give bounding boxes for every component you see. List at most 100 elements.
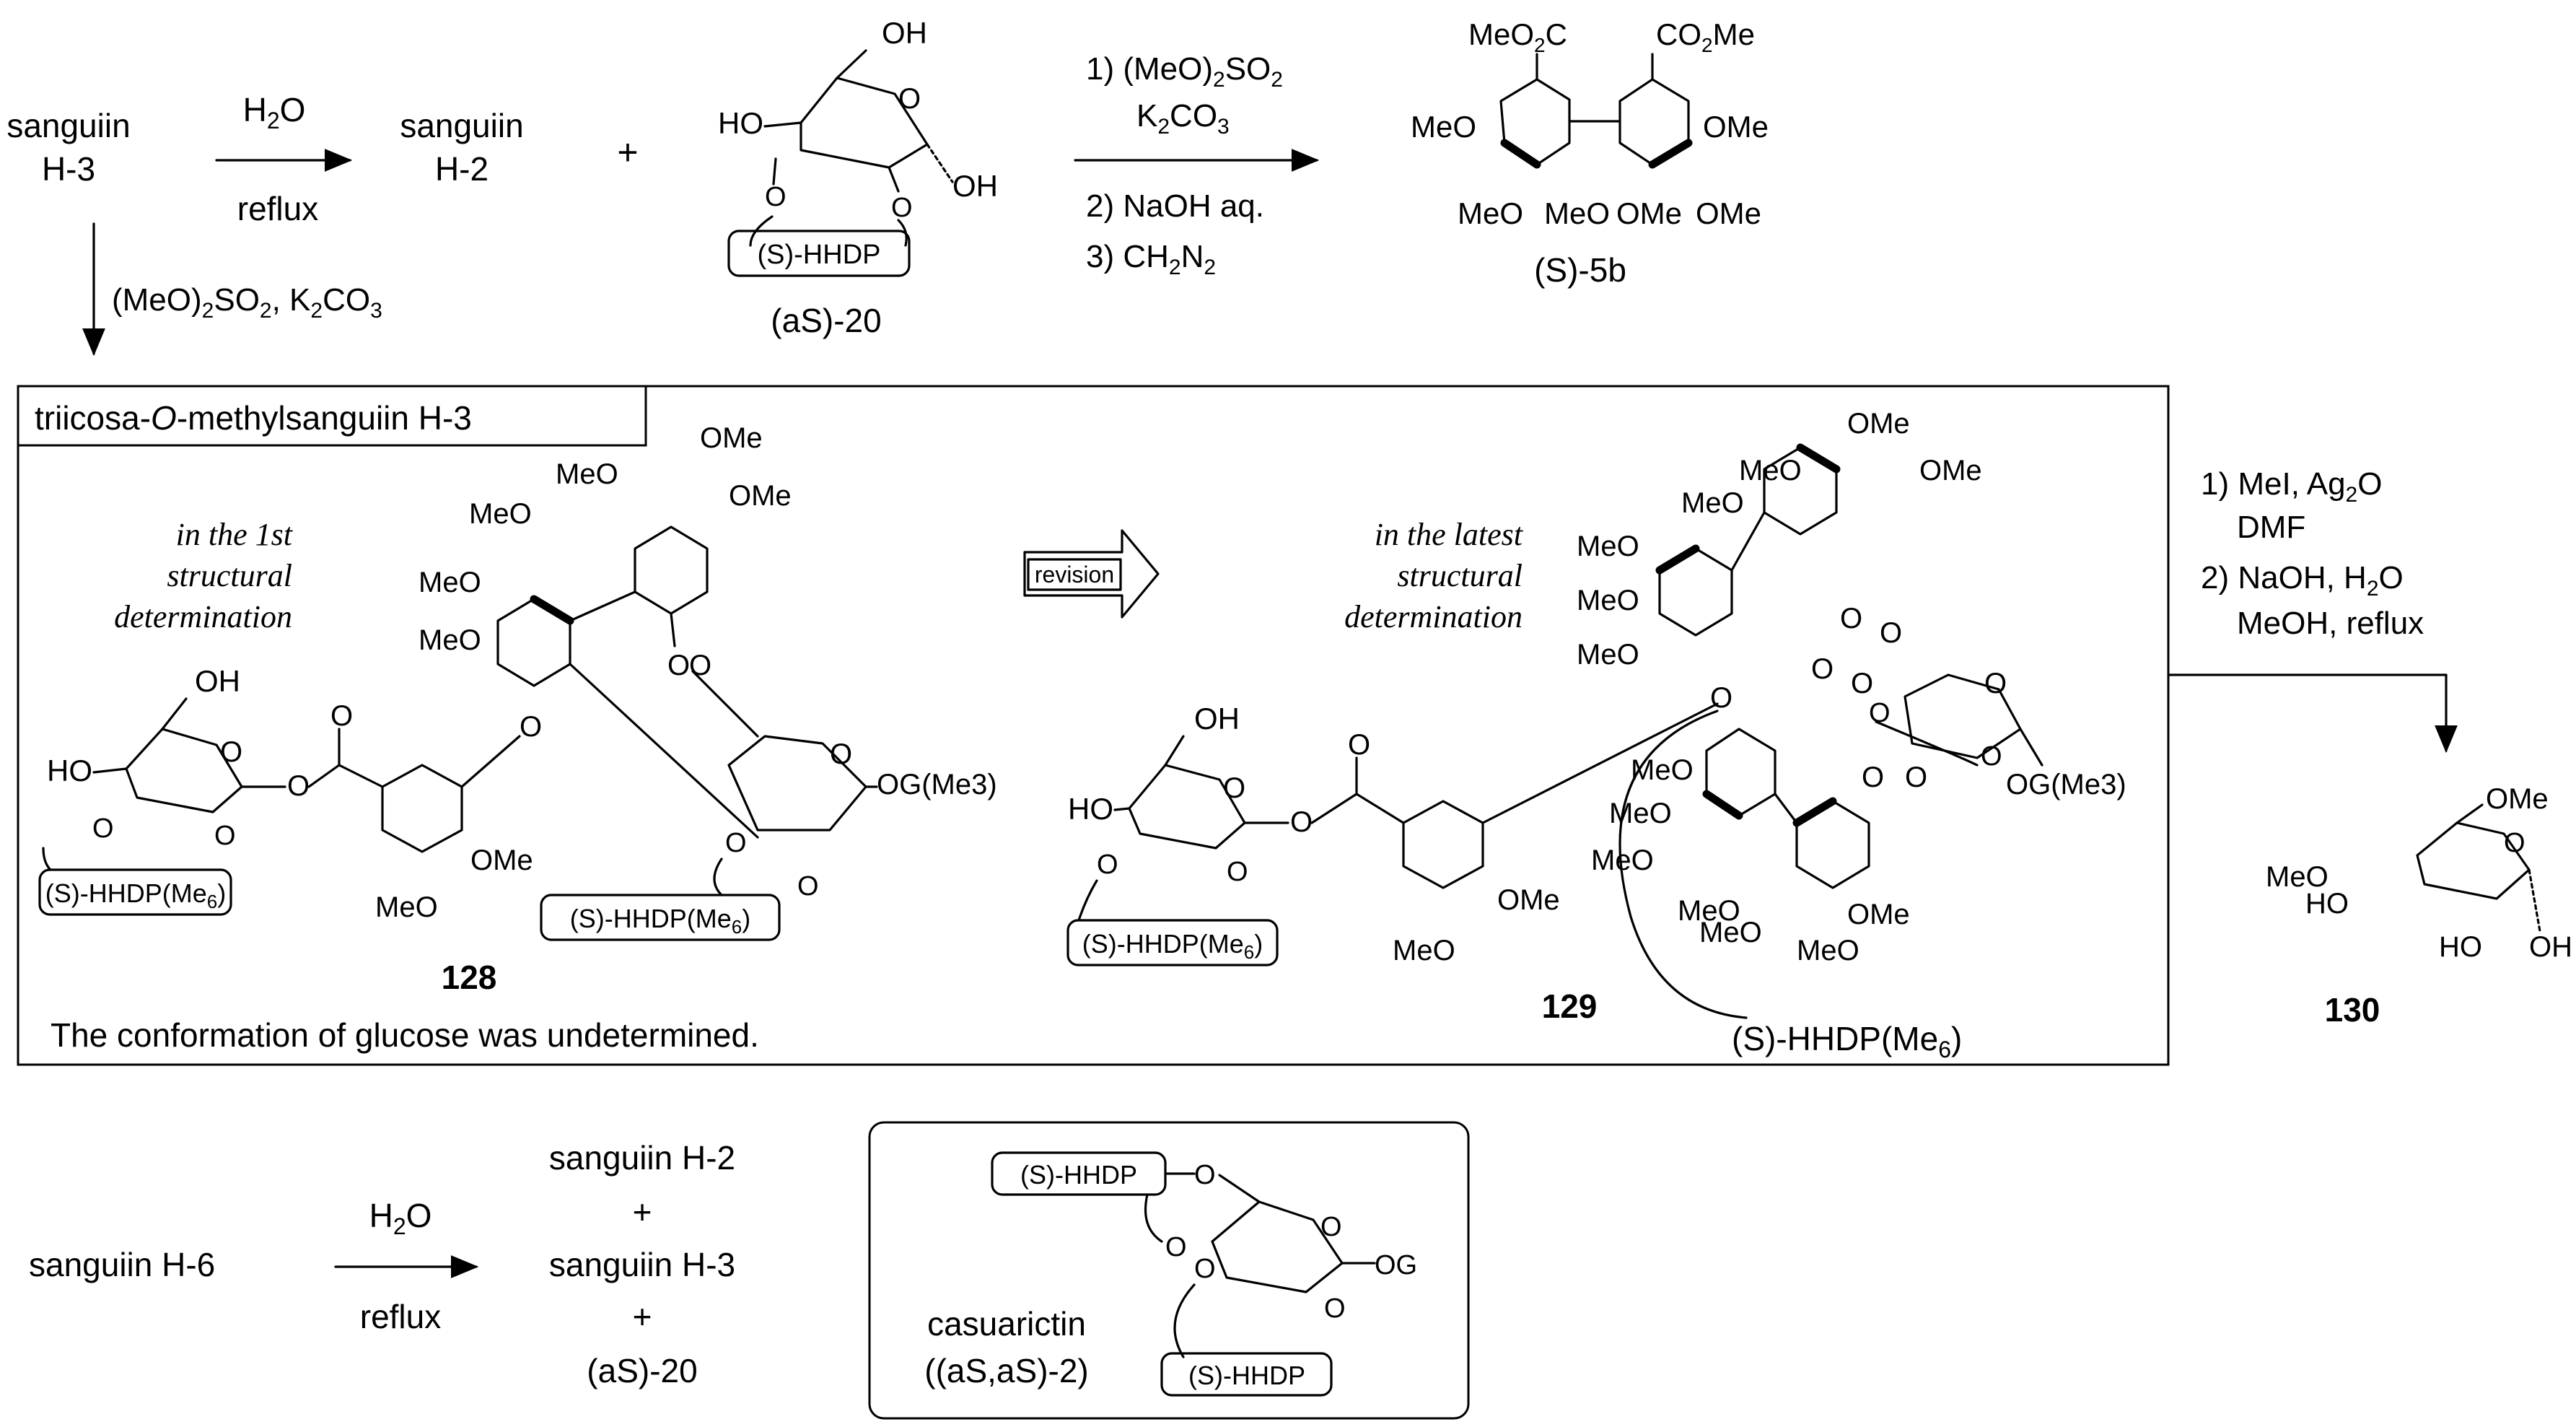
svg-text:MeO: MeO xyxy=(1739,455,1802,486)
svg-text:OMe: OMe xyxy=(1616,196,1682,230)
svg-text:O: O xyxy=(1851,668,1873,699)
svg-text:MeO2C: MeO2C xyxy=(1468,17,1567,56)
svg-text:O: O xyxy=(1862,761,1884,793)
svg-text:O: O xyxy=(1348,729,1370,761)
svg-text:MeO: MeO xyxy=(1681,487,1744,519)
svg-text:MeO: MeO xyxy=(419,567,481,598)
svg-text:in the latest: in the latest xyxy=(1375,517,1524,552)
box-footnote: The conformation of glucose was undeterm… xyxy=(51,1016,759,1054)
compound-20-structure: OH O HO OH O O (S)-HHDP xyxy=(718,16,998,277)
svg-text:sanguiin H-3: sanguiin H-3 xyxy=(549,1246,735,1283)
svg-text:MeO: MeO xyxy=(1577,639,1639,671)
svg-text:MeO: MeO xyxy=(419,624,481,656)
svg-text:OMe: OMe xyxy=(729,480,792,512)
svg-text:MeOH, reflux: MeOH, reflux xyxy=(2237,606,2424,641)
svg-text:sanguiin: sanguiin xyxy=(400,107,523,144)
hydrolysis-arrow-top: H2O reflux xyxy=(215,91,353,227)
svg-text:O: O xyxy=(1880,617,1902,649)
svg-text:MeO: MeO xyxy=(1699,917,1762,948)
svg-text:O: O xyxy=(1223,772,1245,804)
svg-text:H-3: H-3 xyxy=(42,150,95,188)
svg-text:K2CO3: K2CO3 xyxy=(1136,98,1230,139)
svg-text:OG(Me3): OG(Me3) xyxy=(877,769,997,800)
svg-text:sanguiin: sanguiin xyxy=(6,107,130,144)
svg-text:(S)-HHDP: (S)-HHDP xyxy=(1188,1361,1305,1390)
svg-text:sanguiin H-2: sanguiin H-2 xyxy=(549,1139,735,1177)
box-title-frame xyxy=(17,385,647,447)
svg-text:O: O xyxy=(520,711,542,743)
svg-text:O: O xyxy=(830,738,852,770)
svg-text:O: O xyxy=(1320,1212,1342,1242)
svg-text:O: O xyxy=(1981,741,2002,772)
svg-text:(S)-HHDP: (S)-HHDP xyxy=(758,240,881,270)
svg-text:2) NaOH, H2O: 2) NaOH, H2O xyxy=(2201,560,2404,601)
svg-text:HO: HO xyxy=(2305,888,2349,920)
compound-5b-label: (S)-5b xyxy=(1534,251,1626,289)
svg-text:OMe: OMe xyxy=(1703,110,1769,144)
svg-text:O: O xyxy=(330,700,353,732)
hydrolysis-products: sanguiin H-2 + sanguiin H-3 + (aS)-20 xyxy=(549,1139,735,1389)
svg-text:O: O xyxy=(1194,1254,1216,1284)
svg-text:H2O: H2O xyxy=(243,91,306,134)
svg-text:(S)-HHDP(Me6): (S)-HHDP(Me6) xyxy=(45,878,226,912)
compound-5b-structure: MeO2C CO2Me MeO OMe MeO MeO OMe OMe xyxy=(1411,17,1769,230)
svg-text:O: O xyxy=(689,650,711,681)
svg-text:O: O xyxy=(92,813,114,844)
svg-text:CO2Me: CO2Me xyxy=(1656,17,1755,56)
svg-text:1) MeI, Ag2O: 1) MeI, Ag2O xyxy=(2201,466,2382,507)
svg-text:reflux: reflux xyxy=(237,190,318,227)
svg-text:OH: OH xyxy=(1194,702,1240,736)
svg-text:MeO: MeO xyxy=(1577,585,1639,616)
svg-text:OH: OH xyxy=(882,16,927,50)
svg-text:OG: OG xyxy=(1375,1250,1417,1280)
structure-box xyxy=(17,385,2170,1066)
box-title: triicosa-O-methylsanguiin H-3 xyxy=(35,399,472,437)
svg-text:MeO: MeO xyxy=(1609,798,1672,829)
svg-text:(S)-HHDP(Me6): (S)-HHDP(Me6) xyxy=(1082,929,1263,963)
svg-text:MeO: MeO xyxy=(1411,110,1476,144)
svg-text:O: O xyxy=(797,871,819,902)
hydrolysis-arrow-bottom: H2O reflux xyxy=(334,1197,479,1335)
svg-text:(MeO)2SO2, K2CO3: (MeO)2SO2, K2CO3 xyxy=(112,282,382,323)
svg-text:MeO: MeO xyxy=(2266,861,2329,893)
svg-text:O: O xyxy=(898,83,921,115)
compound-129-structure: OH O HO O O O O (S)-HHDP(Me6) OMe MeO OM… xyxy=(1066,408,2126,1019)
svg-text:reflux: reflux xyxy=(360,1298,441,1335)
svg-text:H2O: H2O xyxy=(369,1197,432,1239)
svg-text:OMe: OMe xyxy=(1847,408,1910,440)
svg-text:OMe: OMe xyxy=(1919,455,1982,486)
svg-text:H-2: H-2 xyxy=(435,150,489,188)
casuarictin-box xyxy=(868,1121,1470,1420)
svg-text:O: O xyxy=(1840,603,1862,634)
svg-text:structural: structural xyxy=(1397,558,1523,593)
svg-text:MeO: MeO xyxy=(1678,895,1740,927)
compound-129-label: 129 xyxy=(1542,987,1598,1025)
svg-text:O: O xyxy=(1165,1232,1187,1262)
casuarictin-structure: (S)-HHDP O O OG O O O (S)-HHDP xyxy=(991,1151,1417,1397)
svg-text:MeO: MeO xyxy=(469,498,532,530)
sanguiin-h3-label: sanguiin H-3 xyxy=(6,107,130,188)
svg-text:MeO: MeO xyxy=(1577,531,1639,562)
svg-text:OH: OH xyxy=(2529,931,2572,963)
svg-text:((aS,aS)-2): ((aS,aS)-2) xyxy=(924,1352,1088,1389)
svg-text:O: O xyxy=(1984,668,2007,699)
svg-text:O: O xyxy=(891,193,913,223)
svg-text:O: O xyxy=(220,736,242,768)
svg-text:OMe: OMe xyxy=(700,422,763,454)
svg-text:HO: HO xyxy=(1068,792,1113,826)
plus-sign: + xyxy=(617,132,638,173)
svg-text:O: O xyxy=(1194,1160,1216,1190)
svg-text:revision: revision xyxy=(1035,562,1114,588)
svg-text:HO: HO xyxy=(2439,931,2482,963)
compound-128-label: 128 xyxy=(442,959,497,996)
svg-text:O: O xyxy=(287,770,310,802)
note-first-determination: in the 1st structural determination xyxy=(114,517,294,634)
svg-text:MeO: MeO xyxy=(1393,935,1455,966)
svg-text:MeO: MeO xyxy=(1544,196,1610,230)
svg-text:HO: HO xyxy=(718,106,763,140)
svg-text:in the 1st: in the 1st xyxy=(176,517,294,552)
svg-text:+: + xyxy=(633,1193,652,1231)
right-reaction-arrow: 1) MeI, Ag2O DMF 2) NaOH, H2O MeOH, refl… xyxy=(2167,466,2458,754)
svg-text:OMe: OMe xyxy=(1696,196,1761,230)
